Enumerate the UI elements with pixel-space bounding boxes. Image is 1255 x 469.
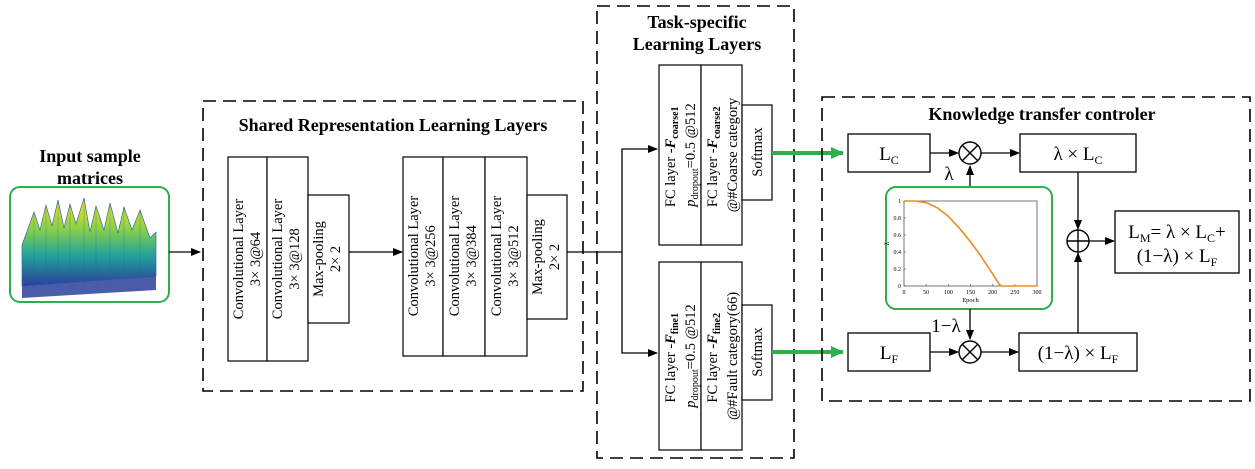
svg-text:Convolutional Layer3× 3@128: Convolutional Layer3× 3@128 bbox=[270, 199, 303, 320]
lm-line1: LM= λ × LC+ bbox=[1128, 222, 1226, 245]
block2-conv2: Convolutional Layer3× 3@384 bbox=[442, 156, 486, 357]
lf-label: LF bbox=[880, 343, 899, 366]
lm-box bbox=[1114, 210, 1240, 274]
oml-lf-label: (1−λ) × LF bbox=[1038, 343, 1119, 366]
branch-connector bbox=[567, 145, 658, 357]
block2-conv1: Convolutional Layer3× 3@256 bbox=[402, 156, 444, 357]
chart-xtick-label: 300 bbox=[1033, 290, 1042, 296]
coarse-fc2: FC layer -Fcoarse2 @#Coarse category bbox=[700, 64, 743, 246]
svg-text:Convolutional Layer3× 3@64: Convolutional Layer3× 3@64 bbox=[231, 199, 264, 320]
controller-title: Knowledge transfer controler bbox=[928, 104, 1155, 124]
block1-conv2-name: Convolutional Layer bbox=[270, 199, 286, 320]
input-title-line1: Input sample bbox=[39, 146, 141, 166]
chart-ytick-label: 1 bbox=[898, 199, 901, 205]
block1-conv1: Convolutional Layer3× 3@64 bbox=[227, 156, 268, 362]
input-frame bbox=[9, 186, 170, 303]
block2-conv2-param: 3× 3@384 bbox=[464, 225, 480, 287]
chart-xtick-label: 250 bbox=[1010, 290, 1019, 296]
svg-text:Convolutional Layer3× 3@384: Convolutional Layer3× 3@384 bbox=[447, 196, 480, 317]
block2-conv3-param: 3× 3@512 bbox=[506, 225, 522, 286]
block2-conv1-param: 3× 3@256 bbox=[423, 225, 439, 286]
lm-line2: (1−λ) × LF bbox=[1137, 246, 1218, 269]
lambda-lc-label: λ × LC bbox=[1053, 144, 1102, 167]
chart-xtick-label: 50 bbox=[923, 290, 929, 296]
multiply-node-bottom bbox=[958, 340, 982, 364]
block1-maxpool: Max-pooling2× 2 bbox=[307, 194, 350, 324]
task-title-line1: Task-specific bbox=[647, 12, 746, 32]
block2-maxpool: Max-pooling2× 2 bbox=[526, 194, 568, 320]
block1-conv2-param: 3× 3@128 bbox=[287, 228, 303, 289]
one-minus-lambda-label: 1−λ bbox=[931, 316, 961, 337]
chart-ytick-label: 0.8 bbox=[894, 216, 902, 222]
chart-series-line-0 bbox=[904, 200, 1037, 287]
chart-xtick-label: 150 bbox=[966, 290, 975, 296]
lambda-label: λ bbox=[944, 164, 954, 185]
block2-conv1-name: Convolutional Layer bbox=[406, 196, 422, 317]
block2-conv3-name: Convolutional Layer bbox=[489, 196, 505, 317]
chart-ytick-label: 0.6 bbox=[894, 233, 902, 239]
lf-box bbox=[847, 332, 931, 372]
shared-layers-group bbox=[202, 100, 584, 392]
task-title-line2: Learning Layers bbox=[633, 34, 762, 54]
task-layers-group bbox=[596, 5, 795, 459]
block1-maxpool-name: Max-pooling bbox=[311, 221, 327, 297]
svg-text:FC layer -Ffine1 pdropou: FC layer -Ffine1 pdropout=0.5 @512 bbox=[663, 304, 701, 408]
controller-group bbox=[821, 96, 1251, 402]
svg-text:FC layer -Ffine2 @#Fault: FC layer -Ffine2 @#Fault category(66) bbox=[705, 292, 741, 420]
fine-softmax-label: Softmax bbox=[750, 327, 766, 377]
fine-fc2: FC layer -Ffine2 @#Fault category(66) bbox=[700, 261, 743, 451]
fine-fc1: FC layer -Ffine1 pdropout=0.5 @512 bbox=[658, 261, 702, 451]
multiply-node-top bbox=[958, 141, 982, 165]
chart-ytick-label: 0.2 bbox=[894, 267, 902, 273]
svg-text:Max-pooling2× 2: Max-pooling2× 2 bbox=[530, 219, 563, 295]
shared-title: Shared Representation Learning Layers bbox=[239, 115, 548, 135]
chart-ytick-label: 0 bbox=[898, 284, 901, 290]
chart-xtick-label: 100 bbox=[944, 290, 953, 296]
block2-maxpool-name: Max-pooling bbox=[530, 219, 546, 295]
block2-conv2-name: Convolutional Layer bbox=[447, 196, 463, 317]
svg-text:Max-pooling2× 2: Max-pooling2× 2 bbox=[311, 221, 344, 297]
svg-text:FC layer -Fcoarse1 pdrop: FC layer -Fcoarse1 pdropout=0.5 @512 bbox=[663, 103, 701, 208]
block1-maxpool-param: 2× 2 bbox=[328, 246, 344, 272]
lc-label: LC bbox=[879, 144, 899, 167]
chart-ytick-label: 0.4 bbox=[894, 250, 902, 256]
coarse-fc1: FC layer -Fcoarse1 pdropout=0.5 @512 bbox=[658, 64, 702, 246]
sum-node bbox=[1066, 229, 1090, 253]
coarse-softmax: Softmax bbox=[741, 104, 773, 201]
fine-softmax: Softmax bbox=[741, 304, 773, 401]
svg-text:Convolutional Layer3× 3@256: Convolutional Layer3× 3@256 bbox=[406, 196, 439, 317]
chart-plot-area bbox=[903, 200, 1038, 287]
input-title-line2: matrices bbox=[57, 168, 123, 188]
chart-xlabel: Epoch bbox=[962, 297, 979, 304]
svg-text:Convolutional Layer3× 3@512: Convolutional Layer3× 3@512 bbox=[489, 196, 522, 317]
coarse-softmax-label: Softmax bbox=[750, 127, 766, 177]
chart-xtick-label: 200 bbox=[988, 290, 997, 296]
block2-maxpool-param: 2× 2 bbox=[547, 244, 563, 270]
chart-xtick-label: 0 bbox=[903, 290, 906, 296]
block1-conv1-name: Convolutional Layer bbox=[231, 199, 247, 320]
block1-conv2: Convolutional Layer3× 3@128 bbox=[266, 156, 309, 362]
input-surface-image bbox=[21, 197, 157, 298]
block2-conv3: Convolutional Layer3× 3@512 bbox=[484, 156, 528, 357]
chart-ylabel: λ bbox=[883, 241, 891, 245]
svg-text:FC layer -Fcoarse2 @#Coa: FC layer -Fcoarse2 @#Coarse category bbox=[705, 97, 741, 212]
block1-conv1-param: 3× 3@64 bbox=[248, 231, 264, 286]
